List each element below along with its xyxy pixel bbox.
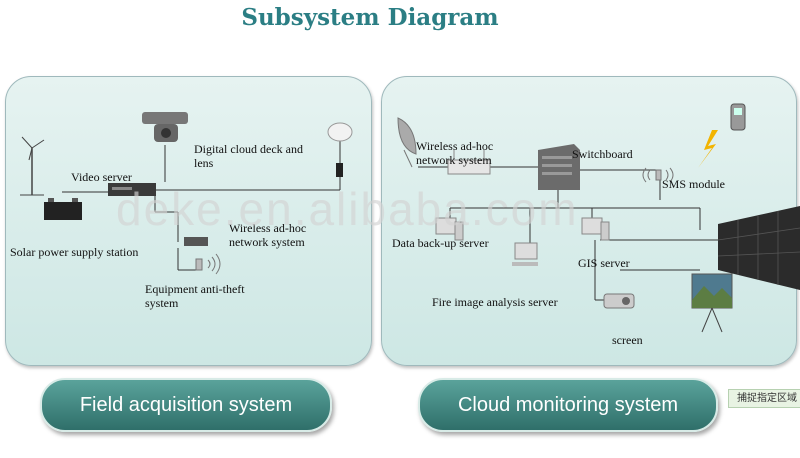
lightning-icon bbox=[698, 130, 718, 168]
solar-station-label: Solar power supply station bbox=[10, 245, 139, 259]
wireless-module-icon bbox=[184, 237, 208, 246]
sms-module-icon bbox=[642, 167, 674, 183]
switchboard-label: Switchboard bbox=[572, 147, 633, 161]
sms-module-label: SMS module bbox=[662, 177, 726, 191]
battery-icon bbox=[44, 198, 82, 220]
wireless-ap-icon bbox=[327, 122, 353, 177]
backup-server-label: Data back-up server bbox=[392, 236, 489, 250]
ptz-camera-icon bbox=[142, 112, 188, 142]
wireless-network-label: Wireless ad-hoc network system bbox=[229, 221, 307, 249]
camera-label: Digital cloud deck and lens bbox=[194, 142, 303, 170]
wireless-network-label-right: Wireless ad-hoc network system bbox=[416, 139, 494, 167]
projector-icon bbox=[603, 293, 635, 309]
cloud-monitoring-caption: Cloud monitoring system bbox=[418, 378, 718, 432]
field-panel bbox=[5, 76, 372, 366]
field-acquisition-caption: Field acquisition system bbox=[40, 378, 332, 432]
gis-server-label: GIS server bbox=[578, 256, 630, 270]
gis-server-icon bbox=[581, 217, 610, 241]
field-connections bbox=[62, 140, 341, 271]
page-title: Subsystem Diagram bbox=[241, 4, 499, 31]
video-server-label: Video server bbox=[71, 170, 132, 184]
antenna-dish-icon bbox=[397, 117, 417, 168]
backup-server-icon bbox=[435, 217, 464, 241]
fire-analysis-label: Fire image analysis server bbox=[432, 295, 558, 309]
screen-label: screen bbox=[612, 333, 643, 347]
wireless-router-icon bbox=[447, 150, 491, 175]
antitheft-sensor-icon bbox=[195, 253, 221, 275]
cloud-connections bbox=[418, 166, 718, 301]
capture-region-button[interactable]: 捕捉指定区域 bbox=[728, 389, 800, 408]
mobile-phone-icon bbox=[730, 103, 746, 131]
switchboard-icon bbox=[538, 144, 580, 190]
video-wall-icon bbox=[717, 206, 800, 290]
antitheft-label: Equipment anti-theft system bbox=[145, 282, 245, 310]
video-server-icon bbox=[108, 183, 156, 196]
wind-turbine-icon bbox=[20, 136, 45, 196]
projection-screen-icon bbox=[691, 273, 733, 333]
watermark: deke.en.alibaba.com bbox=[116, 183, 579, 235]
fire-analysis-server-icon bbox=[512, 242, 538, 266]
